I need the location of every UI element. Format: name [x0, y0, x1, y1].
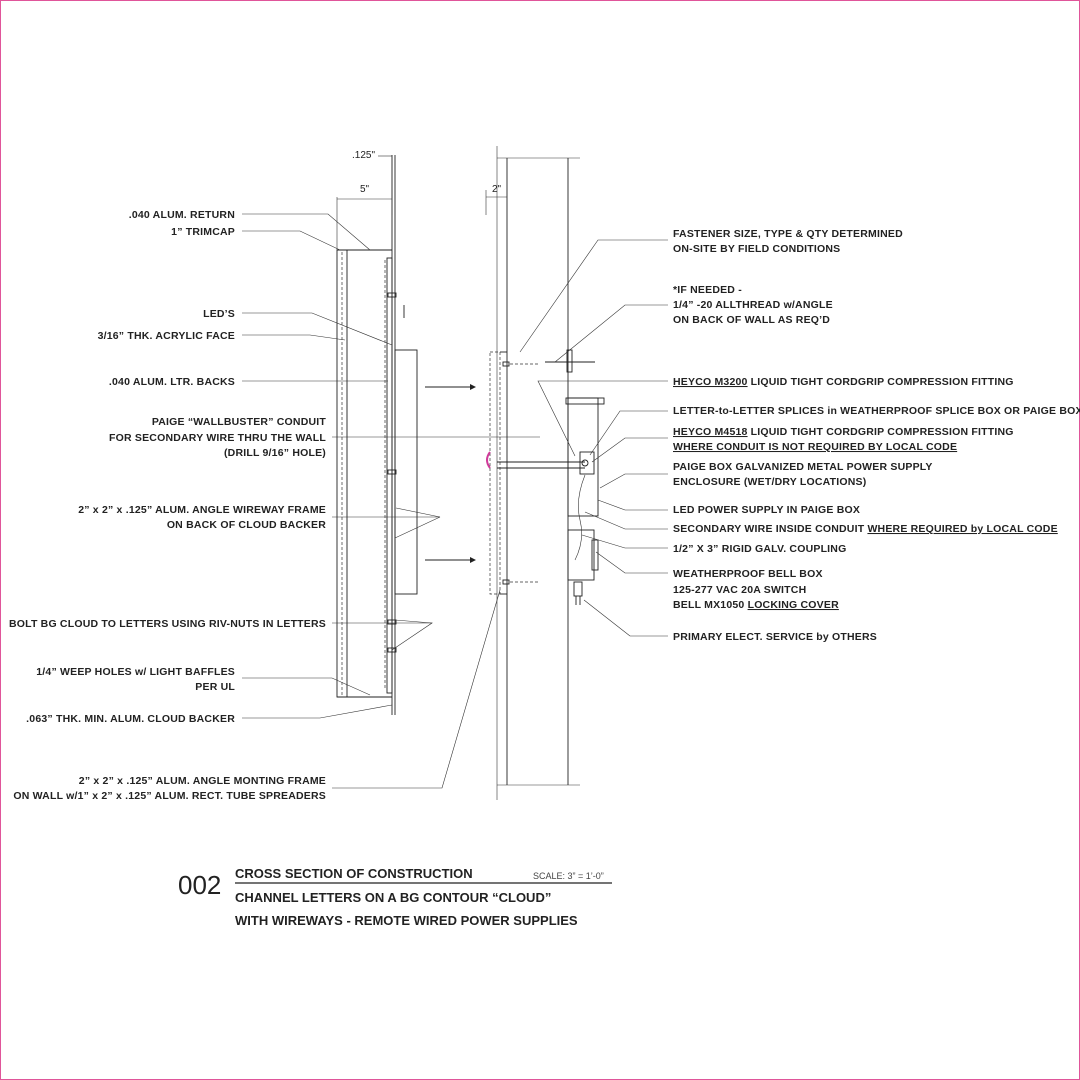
scale-text: SCALE: 3” = 1’-0” — [533, 871, 604, 881]
label-heyco-m3200: HEYCO M3200 LIQUID TIGHT CORDGRIP COMPRE… — [673, 376, 1014, 388]
label-heyco-m4518: HEYCO M4518 LIQUID TIGHT CORDGRIP COMPRE… — [673, 426, 1014, 438]
title-line-2: CHANNEL LETTERS ON A BG CONTOUR “CLOUD” — [235, 890, 551, 905]
label-wireway-2: ON BACK OF CLOUD BACKER — [167, 519, 326, 531]
label-wallbuster-1: PAIGE “WALLBUSTER” CONDUIT — [152, 416, 327, 428]
label-heyco-m3200-desc: LIQUID TIGHT CORDGRIP COMPRESSION FITTIN… — [748, 376, 1014, 388]
label-bell-box-3b: LOCKING COVER — [748, 599, 839, 611]
label-heyco-m4518-desc: LIQUID TIGHT CORDGRIP COMPRESSION FITTIN… — [748, 426, 1014, 438]
label-leds: LED’S — [203, 308, 235, 320]
label-mount-frame-1: 2” x 2” x .125” ALUM. ANGLE MONTING FRAM… — [79, 775, 326, 787]
label-ltr-backs: .040 ALUM. LTR. BACKS — [109, 376, 235, 388]
paige-box — [567, 397, 599, 517]
drawing-number: 002 — [178, 870, 221, 900]
label-bell-box-1: WEATHERPROOF BELL BOX — [673, 568, 823, 580]
label-paige-box-1: PAIGE BOX GALVANIZED METAL POWER SUPPLY — [673, 461, 933, 473]
leaders-right — [519, 239, 668, 637]
label-ifneeded-2: 1/4” -20 ALLTHREAD w/ANGLE — [673, 299, 833, 311]
bell-box — [567, 529, 595, 581]
label-wireway-1: 2” x 2” x .125” ALUM. ANGLE WIREWAY FRAM… — [78, 504, 326, 516]
label-heyco-m4518-note: WHERE CONDUIT IS NOT REQUIRED BY LOCAL C… — [673, 441, 957, 453]
title-block: 002 CROSS SECTION OF CONSTRUCTION SCALE:… — [178, 866, 612, 928]
label-ifneeded-3: ON BACK OF WALL AS REQ’D — [673, 314, 830, 326]
label-wallbuster-2: FOR SECONDARY WIRE THRU THE WALL — [109, 432, 326, 444]
label-ifneeded-1: *IF NEEDED - — [673, 284, 742, 296]
dim-5: 5" — [360, 184, 370, 195]
dim-125: .125" — [352, 150, 375, 161]
sign-section — [336, 155, 476, 715]
label-wallbuster-3: (DRILL 9/16” HOLE) — [224, 447, 326, 459]
label-heyco-m4518-part: HEYCO M4518 — [673, 426, 748, 438]
label-bolt-cloud: BOLT BG CLOUD TO LETTERS USING RIV-NUTS … — [9, 618, 326, 630]
fasteners-left — [387, 292, 405, 653]
label-bell-box-3: BELL MX1050 LOCKING COVER — [673, 599, 839, 611]
cloud-backer — [386, 257, 393, 694]
leaders-left — [242, 213, 540, 789]
label-bell-box-2: 125-277 VAC 20A SWITCH — [673, 584, 806, 596]
wireway-frame — [394, 349, 418, 595]
dim-2: 2" — [492, 184, 502, 195]
label-coupling: 1/2” X 3” RIGID GALV. COUPLING — [673, 543, 846, 555]
label-secondary-wire-a: SECONDARY WIRE INSIDE CONDUIT — [673, 523, 867, 535]
label-fastener-1: FASTENER SIZE, TYPE & QTY DETERMINED — [673, 228, 903, 240]
label-bell-box-3a: BELL MX1050 — [673, 599, 748, 611]
label-heyco-m3200-part: HEYCO M3200 — [673, 376, 748, 388]
label-secondary-wire: SECONDARY WIRE INSIDE CONDUIT WHERE REQU… — [673, 523, 1058, 535]
label-acrylic-face: 3/16” THK. ACRYLIC FACE — [98, 330, 235, 342]
title-line-1: CROSS SECTION OF CONSTRUCTION — [235, 866, 473, 881]
label-weep-2: PER UL — [195, 681, 235, 693]
label-cloud-backer: .063” THK. MIN. ALUM. CLOUD BACKER — [26, 713, 235, 725]
label-led-power-supply: LED POWER SUPPLY IN PAIGE BOX — [673, 504, 860, 516]
mounting-frame — [489, 351, 501, 595]
title-line-3: WITH WIREWAYS - REMOTE WIRED POWER SUPPL… — [235, 913, 578, 928]
label-alum-return: .040 ALUM. RETURN — [129, 209, 235, 221]
label-paige-box-2: ENCLOSURE (WET/DRY LOCATIONS) — [673, 476, 866, 488]
label-mount-frame-2: ON WALL w/1” x 2” x .125” ALUM. RECT. TU… — [13, 790, 326, 802]
label-trimcap: 1” TRIMCAP — [171, 226, 235, 238]
label-weep-1: 1/4” WEEP HOLES w/ LIGHT BAFFLES — [36, 666, 235, 678]
wall-section — [485, 146, 605, 800]
label-splices: LETTER-to-LETTER SPLICES in WEATHERPROOF… — [673, 405, 1080, 417]
label-fastener-2: ON-SITE BY FIELD CONDITIONS — [673, 243, 840, 255]
label-primary-service: PRIMARY ELECT. SERVICE by OTHERS — [673, 631, 877, 643]
label-secondary-wire-b: WHERE REQUIRED by LOCAL CODE — [867, 523, 1057, 535]
